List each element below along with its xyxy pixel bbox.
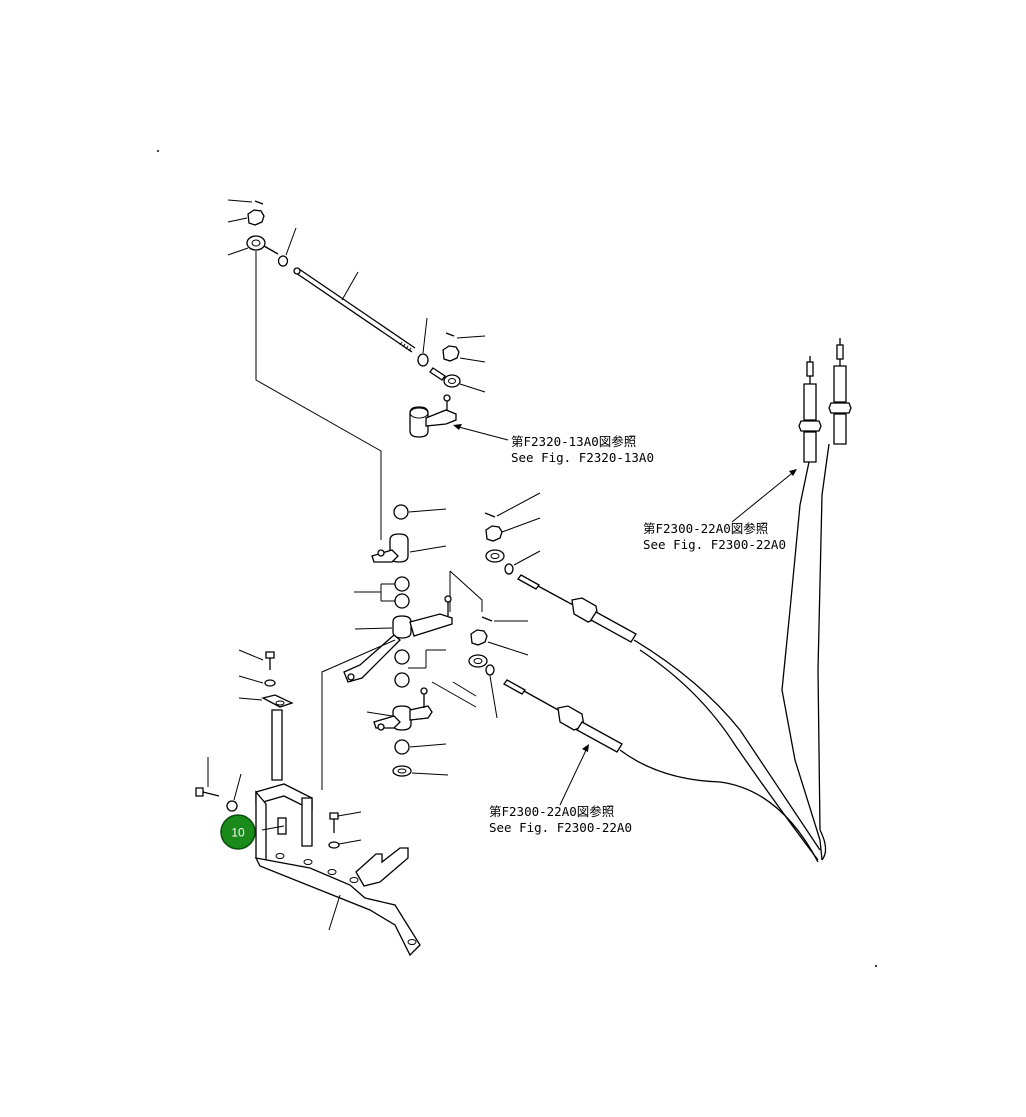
reference-en: See Fig. F2300-22A0	[643, 537, 786, 552]
reference-f2300-lower: 第F2300-22A0図参照 See Fig. F2300-22A0	[489, 804, 632, 835]
top-rod-assembly	[227, 199, 509, 441]
reference-en: See Fig. F2320-13A0	[511, 450, 654, 465]
bracket-assembly	[195, 649, 421, 957]
reference-f2300-upper: 第F2300-22A0図参照 See Fig. F2300-22A0	[643, 521, 786, 552]
control-cables	[503, 338, 852, 863]
reference-jp: 第F2300-22A0図参照	[489, 804, 614, 819]
reference-jp: 第F2320-13A0図参照	[511, 434, 636, 449]
callout-badge-10[interactable]: 10	[220, 814, 256, 850]
callout-circle[interactable]	[220, 814, 256, 850]
callout-label[interactable]: 10	[231, 826, 245, 840]
lever-stack	[255, 251, 541, 790]
reference-en: See Fig. F2300-22A0	[489, 820, 632, 835]
reference-jp: 第F2300-22A0図参照	[643, 521, 768, 536]
reference-f2320: 第F2320-13A0図参照 See Fig. F2320-13A0	[511, 434, 654, 465]
stray-dot	[157, 150, 159, 152]
stray-dot	[875, 965, 877, 967]
